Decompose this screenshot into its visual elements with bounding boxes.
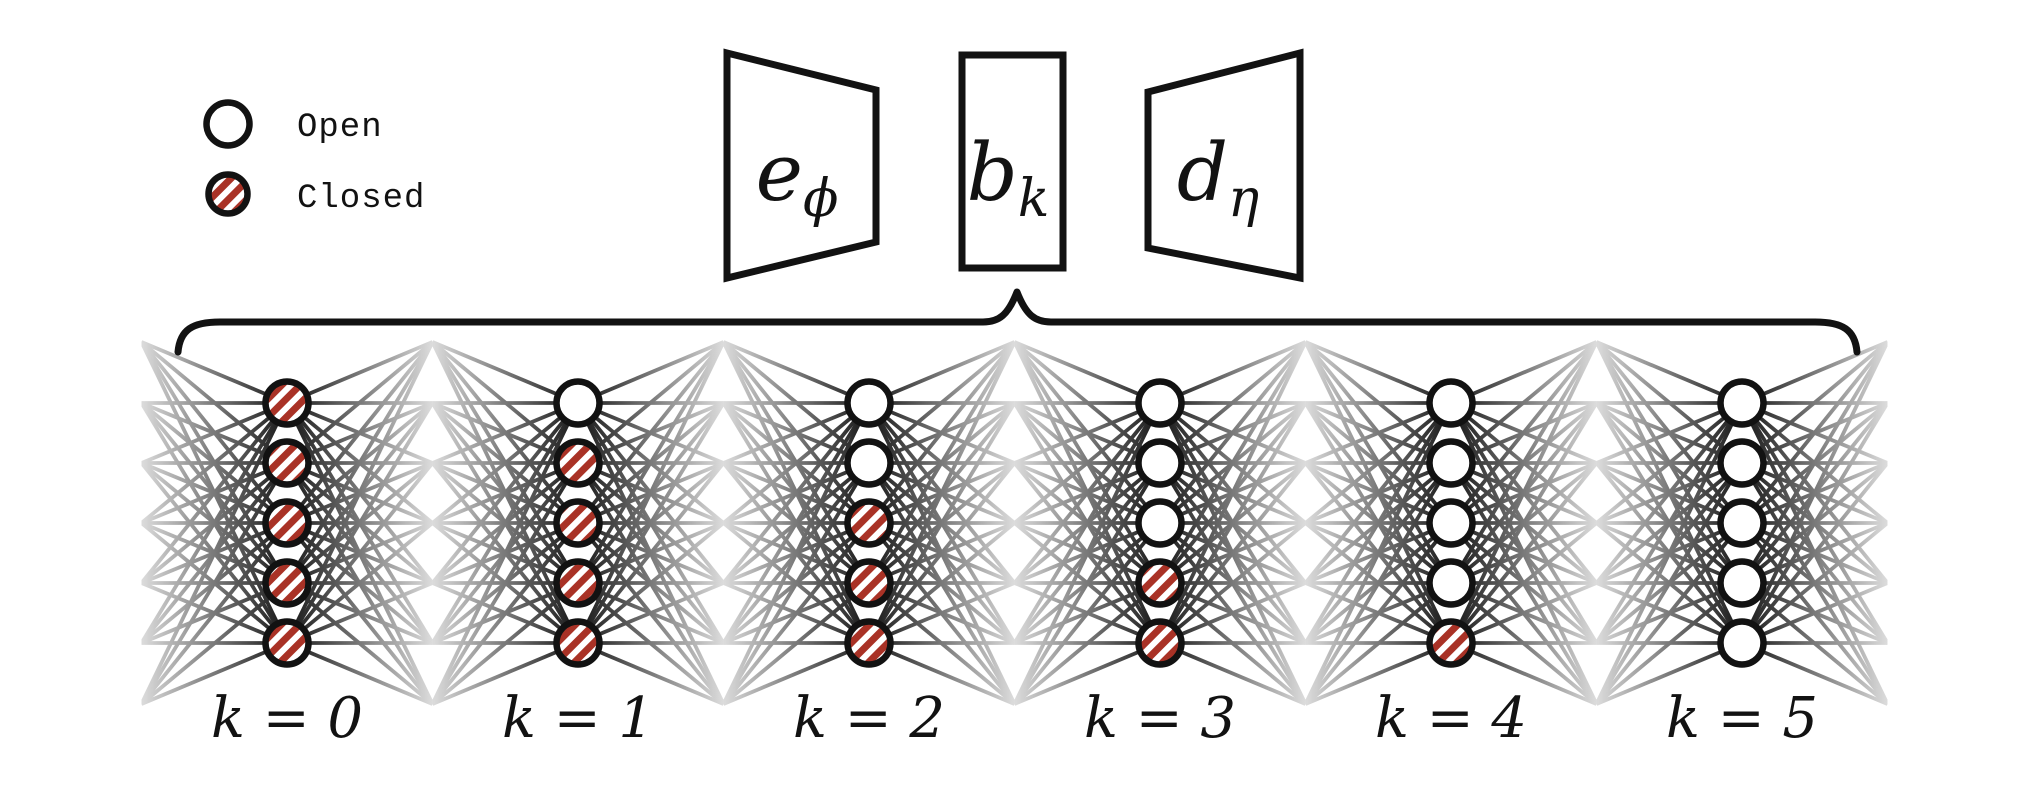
- node-closed: [262, 498, 312, 548]
- node-open: [1426, 378, 1476, 428]
- column-label: k = 1: [502, 686, 654, 751]
- connection-fan: [430, 340, 726, 706]
- node-closed: [1135, 618, 1185, 668]
- column-label: k = 2: [793, 686, 945, 751]
- node-open: [1135, 498, 1185, 548]
- column-label: k = 3: [1084, 686, 1236, 751]
- node-closed: [553, 558, 603, 608]
- connection-fan: [721, 340, 1017, 706]
- node-closed: [262, 378, 312, 428]
- legend-open-label: Open: [297, 109, 383, 147]
- column-label: k = 5: [1666, 686, 1818, 751]
- node-closed: [262, 438, 312, 488]
- column-label: k = 0: [211, 686, 363, 751]
- bottleneck-label: bk: [967, 126, 1050, 229]
- node-closed: [844, 558, 894, 608]
- encoder-block: [723, 48, 880, 283]
- node-closed: [553, 618, 603, 668]
- nodes-layer: [262, 378, 1767, 668]
- node-open: [1717, 378, 1767, 428]
- node-closed: [844, 498, 894, 548]
- node-open: [553, 378, 603, 428]
- encoder-label: eϕ: [756, 126, 839, 229]
- node-closed: [844, 618, 894, 668]
- legend-closed-swatch: [205, 171, 251, 217]
- node-closed: [262, 618, 312, 668]
- node-open: [1426, 438, 1476, 488]
- legend-closed-label: Closed: [297, 180, 425, 218]
- node-closed: [1426, 618, 1476, 668]
- decoder-block: [1144, 48, 1304, 283]
- legend-open-swatch: [203, 99, 253, 149]
- pipeline: eϕ bk dη: [723, 48, 1304, 283]
- bottleneck-block: [958, 51, 1067, 272]
- node-open: [1717, 498, 1767, 548]
- legend: Open Closed: [203, 99, 425, 218]
- node-closed: [553, 438, 603, 488]
- node-closed: [1135, 558, 1185, 608]
- node-open: [844, 438, 894, 488]
- node-open: [1135, 438, 1185, 488]
- node-open: [1717, 438, 1767, 488]
- node-closed: [262, 558, 312, 608]
- node-open: [1717, 558, 1767, 608]
- node-open: [1717, 618, 1767, 668]
- node-closed: [553, 498, 603, 548]
- node-open: [844, 378, 894, 428]
- node-open: [1426, 558, 1476, 608]
- brace: [174, 288, 1861, 356]
- column-labels-layer: k = 0 k = 1 k = 2 k = 3 k = 4 k = 5: [211, 686, 1818, 751]
- connection-fans-layer: [139, 340, 1890, 706]
- column-label: k = 4: [1375, 686, 1527, 751]
- connection-fan: [1303, 340, 1599, 706]
- node-open: [1135, 378, 1185, 428]
- decoder-label: dη: [1177, 126, 1259, 229]
- node-open: [1426, 498, 1476, 548]
